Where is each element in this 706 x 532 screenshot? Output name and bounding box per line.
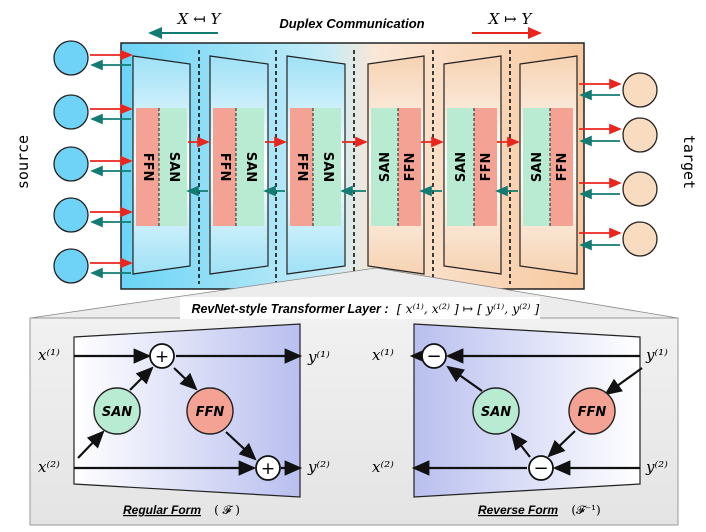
add-op bbox=[255, 455, 281, 481]
layer-caption-bg bbox=[180, 297, 540, 319]
decoder-cell-2: SAN FFN bbox=[443, 55, 502, 275]
ffn-label: FFN bbox=[140, 153, 155, 182]
decoder-cell-3: SAN FFN bbox=[519, 55, 578, 275]
subtract-op bbox=[528, 455, 554, 481]
ffn-label: FFN bbox=[294, 153, 309, 182]
x1-label: x⁽¹⁾ bbox=[372, 346, 394, 364]
encoder-cell-3: FFN SAN bbox=[286, 55, 346, 275]
san-label: SAN bbox=[454, 152, 469, 182]
regular-form-caption: Regular Form bbox=[123, 503, 201, 517]
reverse-form-symbol: (𝓕⁻¹) bbox=[571, 503, 600, 517]
left-arrow-label: X ↤ Y bbox=[177, 10, 223, 28]
x2-label: x⁽²⁾ bbox=[38, 458, 60, 476]
san-label: SAN bbox=[243, 152, 258, 182]
source-label: source bbox=[14, 135, 32, 189]
add-op-symbol: + bbox=[261, 459, 275, 479]
ffn-label: FFN bbox=[217, 153, 232, 182]
layer-stack: FFN SAN FFN SAN FFN SAN SAN FFN bbox=[120, 42, 585, 290]
san-node-label: SAN bbox=[481, 405, 511, 420]
x1-label: x⁽¹⁾ bbox=[38, 346, 60, 364]
san-node-label: SAN bbox=[102, 405, 132, 420]
reverse-form: x⁽¹⁾ x⁽²⁾ y⁽¹⁾ y⁽²⁾ − − SAN FFN Reverse … bbox=[372, 323, 668, 517]
header: X ↤ Y Duplex Communication X ↦ Y bbox=[148, 10, 542, 39]
right-arrow-label: X ↦ Y bbox=[488, 10, 534, 28]
san-label: SAN bbox=[166, 152, 181, 182]
regular-form-symbol: ( 𝓕 ) bbox=[214, 503, 240, 517]
header-title: Duplex Communication bbox=[279, 16, 424, 31]
layer-formula: [ x⁽¹⁾, x⁽²⁾ ] ↦ [ y⁽¹⁾, y⁽²⁾ ] bbox=[397, 301, 540, 316]
ffn-label: FFN bbox=[403, 153, 418, 182]
layer-separators bbox=[198, 50, 511, 284]
ffn-label: FFN bbox=[479, 153, 494, 182]
san-node bbox=[472, 387, 520, 435]
source-nodes bbox=[53, 40, 133, 284]
encoder-cell-1: FFN SAN bbox=[132, 55, 191, 275]
y2-label: y⁽²⁾ bbox=[307, 458, 330, 476]
san-label: SAN bbox=[378, 152, 393, 182]
subtract-op-symbol: − bbox=[533, 458, 548, 479]
ffn-node-label: FFN bbox=[196, 405, 225, 420]
encoder-cell-2: FFN SAN bbox=[209, 55, 269, 275]
ffn-node bbox=[568, 387, 616, 435]
add-op bbox=[149, 343, 175, 369]
subtract-op bbox=[421, 343, 447, 369]
ffn-node-label: FFN bbox=[578, 405, 607, 420]
y2-label: y⁽²⁾ bbox=[645, 458, 668, 476]
reverse-form-caption: Reverse Form bbox=[478, 503, 558, 517]
regular-form: x⁽¹⁾ x⁽²⁾ y⁽¹⁾ y⁽²⁾ + + SAN FFN Regular … bbox=[38, 323, 330, 517]
target-nodes bbox=[579, 72, 658, 257]
subtract-op-symbol: − bbox=[426, 346, 441, 367]
x2-label: x⁽²⁾ bbox=[372, 458, 394, 476]
y1-label: y⁽¹⁾ bbox=[645, 346, 668, 364]
y1-label: y⁽¹⁾ bbox=[307, 348, 330, 366]
target-label: target bbox=[680, 135, 698, 189]
san-label: SAN bbox=[530, 152, 545, 182]
decoder-cell-1: SAN FFN bbox=[367, 55, 425, 275]
ffn-node bbox=[186, 387, 234, 435]
add-op-symbol: + bbox=[155, 347, 169, 367]
layer-caption: RevNet-style Transformer Layer : bbox=[191, 302, 388, 316]
san-node bbox=[93, 387, 141, 435]
ffn-label: FFN bbox=[555, 153, 570, 182]
san-label: SAN bbox=[320, 152, 335, 182]
